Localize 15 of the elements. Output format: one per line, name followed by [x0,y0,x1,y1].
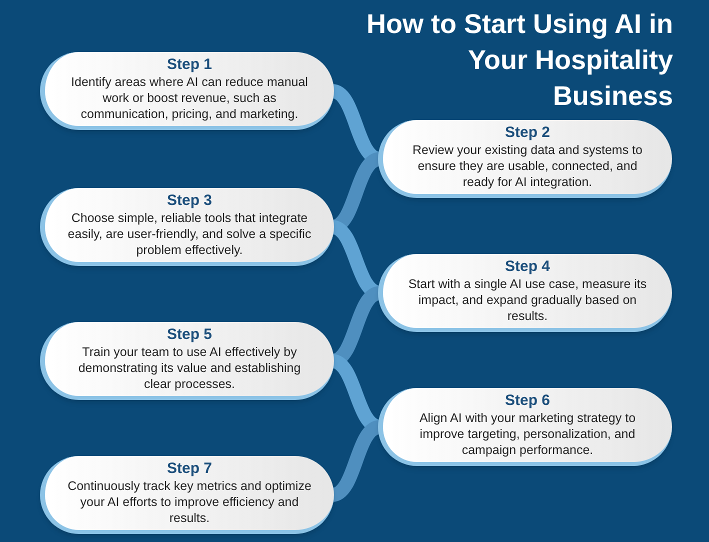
step-description: Review your existing data and systems to ensure they are usable, connected, and ready for AI integration. [412,142,644,190]
step-heading: Step 4 [504,258,550,276]
step-heading: Step 5 [166,326,212,344]
step-description: Identify areas where AI can reduce manual work or boost revenue, such as communication, pricing, and marketing. [70,74,309,122]
step-description: Train your team to use AI effectively by demonstrating its value and establishing clear processes. [77,344,302,392]
step-heading: Step 2 [504,124,550,142]
step-heading: Step 6 [504,392,550,410]
step-description: Align AI with your marketing strategy to improve targeting, personalization, and campaign performance. [418,410,637,458]
step-description: Start with a single AI use case, measure its impact, and expand gradually based on results. [407,276,648,324]
step-heading: Step 1 [166,56,212,74]
step-heading: Step 7 [166,460,212,478]
step-description: Choose simple, reliable tools that integrate easily, are user-friendly, and solve a specific problem effectively. [66,210,312,258]
step-description: Continuously track key metrics and optimize your AI efforts to improve efficiency and results. [66,478,312,526]
title: How to Start Using AI in Your Hospitality Business [366,8,673,113]
step-heading: Step 3 [166,192,212,210]
